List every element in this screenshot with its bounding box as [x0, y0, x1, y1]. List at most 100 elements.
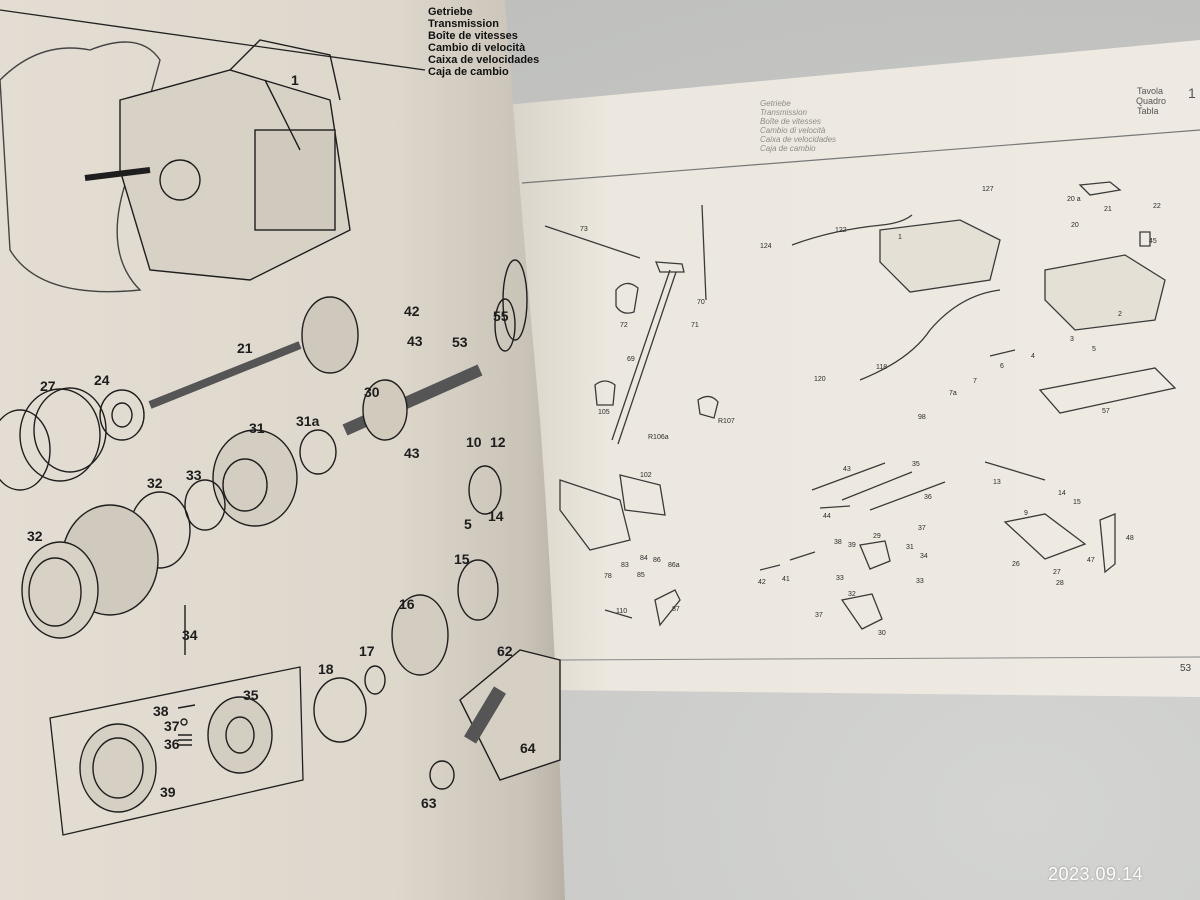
part-callout: 43: [404, 445, 420, 461]
part-callout: 84: [640, 555, 648, 562]
part-callout: 33: [836, 575, 844, 582]
part-callout: 86: [653, 557, 661, 564]
part-callout: 83: [621, 562, 629, 569]
part-callout: 43: [843, 466, 851, 473]
part-callout: 15: [454, 551, 470, 567]
left-header-line-6: Caja de cambio: [428, 66, 509, 78]
part-callout: 3: [1070, 336, 1074, 343]
part-callout: 43: [407, 333, 423, 349]
part-callout: 62: [497, 643, 513, 659]
part-callout: 73: [580, 226, 588, 233]
part-callout: 87: [672, 606, 680, 613]
part-callout: 36: [924, 494, 932, 501]
part-callout: 27: [40, 378, 56, 394]
part-callout: 127: [982, 186, 994, 193]
part-callout: 30: [878, 630, 886, 637]
right-page-rule-top: [521, 129, 1200, 184]
part-callout: 64: [520, 740, 536, 756]
part-callout: 86a: [668, 562, 680, 569]
left-header-line-5: Caixa de velocidades: [428, 54, 540, 66]
part-callout: 36: [164, 736, 180, 752]
left-exploded-view: [0, 39, 561, 836]
part-callout: 55: [493, 308, 509, 324]
part-callout: 63: [421, 795, 437, 811]
part-callout: 71: [691, 322, 699, 329]
part-callout: 32: [27, 528, 43, 544]
part-callout: 42: [404, 303, 420, 319]
part-callout: 98: [918, 414, 926, 421]
part-callout: 48: [1126, 535, 1134, 542]
tavola-label-3: Tabla: [1137, 106, 1159, 116]
part-callout: 1: [291, 72, 299, 88]
part-callout: 28: [1056, 580, 1064, 587]
left-page-rule: [0, 9, 426, 71]
part-callout: 53: [452, 334, 468, 350]
part-callout: R107: [718, 418, 735, 425]
part-callout: 69: [627, 356, 635, 363]
part-callout: 47: [1087, 557, 1095, 564]
part-callout: 42: [758, 579, 766, 586]
part-callout: 16: [399, 596, 415, 612]
part-callout: 105: [598, 409, 610, 416]
part-callout: 35: [912, 461, 920, 468]
right-header-line-2: Transmission: [760, 108, 807, 117]
part-callout: 39: [848, 542, 856, 549]
part-callout: 57: [1102, 408, 1110, 415]
part-callout: 27: [1053, 569, 1061, 576]
part-callout: R106a: [648, 434, 669, 441]
part-callout: 6: [1000, 363, 1004, 370]
part-callout: 14: [1058, 490, 1066, 497]
part-callout: 4: [1031, 353, 1035, 360]
part-callout: 102: [640, 472, 652, 479]
part-callout: 31a: [296, 413, 320, 429]
part-callout: 2: [1118, 311, 1122, 318]
part-callout: 13: [993, 479, 1001, 486]
right-header-line-4: Cambio di velocità: [760, 126, 826, 135]
part-callout: 31: [249, 420, 265, 436]
right-header-line-6: Caja de cambio: [760, 144, 816, 153]
left-header-line-2: Transmission: [428, 18, 499, 30]
part-callout: 20 a: [1067, 196, 1081, 203]
part-callout: 7a: [949, 390, 957, 397]
page-number: 53: [1180, 663, 1192, 674]
part-callout: 5: [464, 516, 472, 532]
part-callout: 10: [466, 434, 482, 450]
part-callout: 32: [147, 475, 163, 491]
part-callout: 118: [876, 364, 888, 371]
part-callout: 17: [359, 643, 375, 659]
left-header-line-4: Cambio di velocità: [428, 42, 526, 54]
part-callout: 78: [604, 573, 612, 580]
part-callout: 30: [364, 384, 380, 400]
part-callout: 45: [1149, 238, 1157, 245]
part-callout: 38: [153, 703, 169, 719]
part-callout: 14: [488, 508, 504, 524]
part-callout: 37: [815, 612, 823, 619]
part-callout: 34: [182, 627, 198, 643]
part-callout: 22: [1153, 203, 1161, 210]
part-callout: 124: [760, 243, 772, 250]
left-header-line-1: Getriebe: [428, 6, 473, 18]
part-callout: 33: [186, 467, 202, 483]
part-callout: 26: [1012, 561, 1020, 568]
part-callout: 37: [918, 525, 926, 532]
plate-number: 1: [1188, 85, 1196, 101]
part-callout: 29: [873, 533, 881, 540]
part-callout: 120: [814, 376, 826, 383]
part-callout: 15: [1073, 499, 1081, 506]
part-callout: 12: [490, 434, 506, 450]
part-callout: 33: [916, 578, 924, 585]
photo-timestamp: 2023.09.14: [1048, 864, 1144, 884]
part-callout: 37: [164, 718, 180, 734]
part-callout: 31: [906, 544, 914, 551]
part-callout: 5: [1092, 346, 1096, 353]
part-callout: 70: [697, 299, 705, 306]
part-callout: 39: [160, 784, 176, 800]
part-callout: 20: [1071, 222, 1079, 229]
right-header-line-1: Getriebe: [760, 99, 791, 108]
part-callout: 9: [1024, 510, 1028, 517]
part-callout: 24: [94, 372, 110, 388]
